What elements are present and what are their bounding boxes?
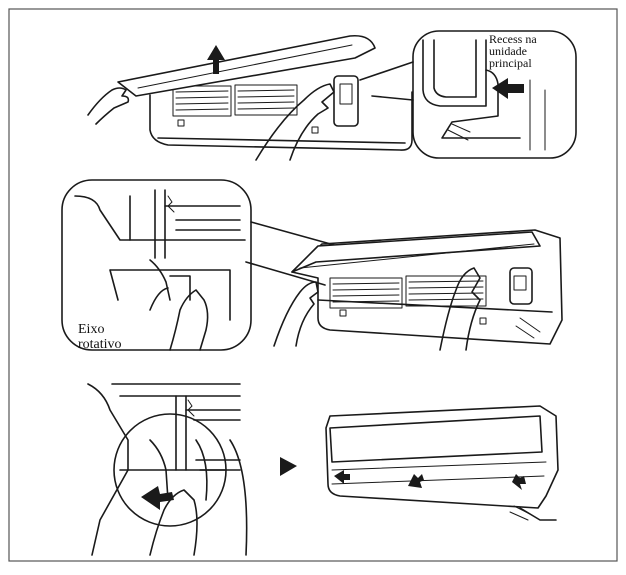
- down-arrow-icon: [141, 486, 174, 510]
- down-arrow-icon: [512, 474, 526, 490]
- axis-label-line2: rotativo: [78, 337, 122, 352]
- step2-left-hand: [274, 282, 318, 346]
- closing-detail: [88, 384, 247, 555]
- recess-label: Recess na unidade principal: [489, 33, 537, 69]
- axis-label: Eixo rotativo: [78, 322, 122, 352]
- down-arrow-icon: [334, 470, 350, 484]
- recess-label-line3: principal: [489, 57, 537, 69]
- step1-unit: [118, 36, 412, 150]
- right-triangle-icon: [280, 457, 297, 476]
- step3-unit: [326, 406, 558, 520]
- axis-label-line1: Eixo: [78, 322, 122, 337]
- step2-unit: [292, 230, 562, 344]
- step1-left-hand: [88, 88, 128, 124]
